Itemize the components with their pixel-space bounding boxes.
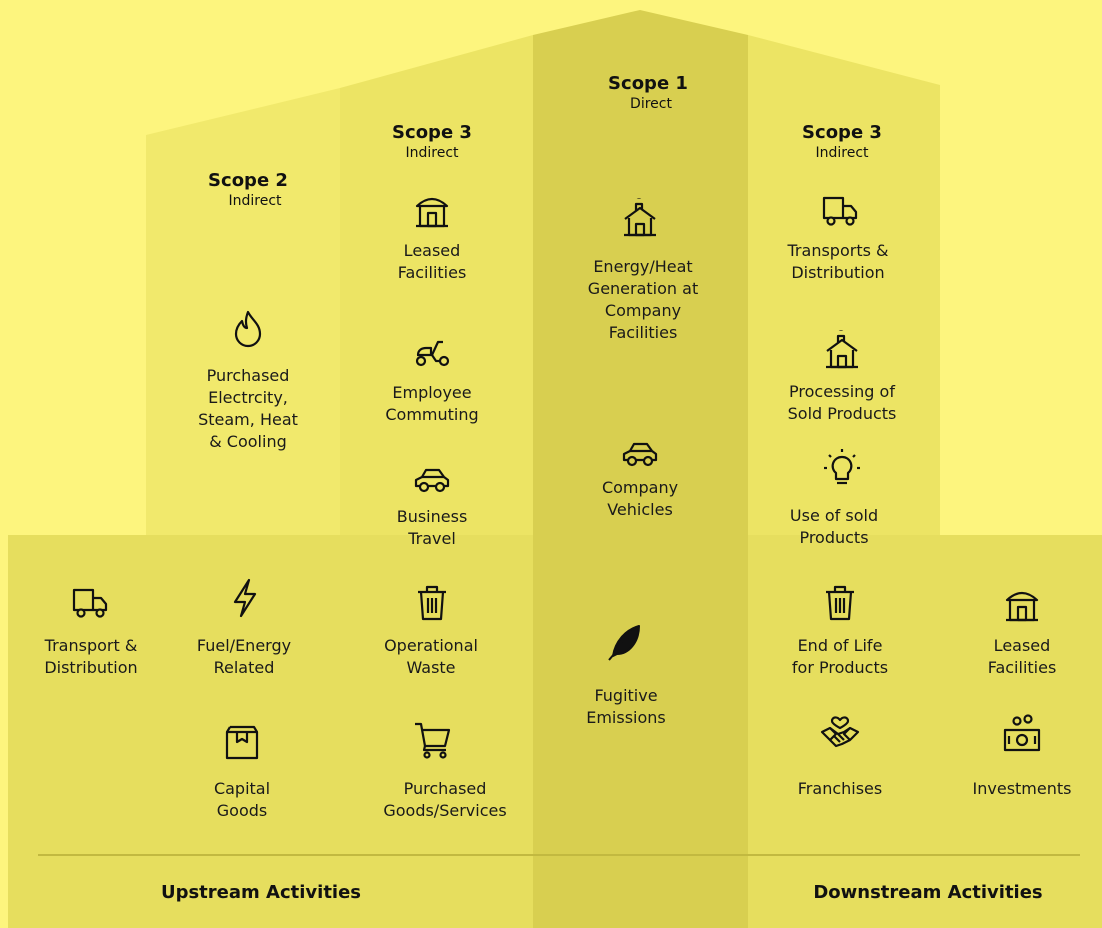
scope2-title: Scope 2 — [208, 170, 288, 191]
scope2-subtitle: Indirect — [228, 193, 282, 209]
box-icon — [222, 722, 262, 762]
trash-icon — [412, 583, 452, 623]
item-company-vehicles-label: Company Vehicles — [601, 478, 679, 519]
car-icon — [412, 458, 452, 498]
lightbulb-icon — [822, 448, 862, 488]
handshake-icon — [820, 710, 860, 750]
item-business-travel-label: Business Travel — [396, 507, 468, 548]
item-transport-distribution-up-label: Transport & Distribution — [44, 636, 138, 677]
item-end-of-life-label: End of Life for Products — [791, 636, 889, 677]
scope1-panel — [533, 10, 748, 928]
lightning-icon — [225, 578, 265, 618]
leaf-icon — [605, 622, 645, 662]
item-franchises-label: Franchises — [797, 779, 883, 798]
money-icon — [1002, 714, 1042, 754]
factory-smoke-icon — [822, 330, 862, 370]
item-investments-label: Investments — [972, 779, 1072, 798]
scope1-subtitle: Direct — [630, 96, 672, 112]
scope3-upstream-panel — [340, 35, 533, 535]
item-processing-sold-label: Processing of Sold Products — [787, 382, 897, 423]
item-fugitive-emissions-label: Fugitive Emissions — [586, 686, 666, 727]
scope3-downstream-heading: Scope 3 Indirect — [802, 122, 882, 162]
storefront-icon — [1002, 584, 1042, 624]
item-leased-facilities-up-label: Leased Facilities — [397, 241, 467, 282]
trash-icon — [820, 583, 860, 623]
scope3-downstream-panel — [748, 35, 940, 535]
item-purchased-goods-label: Purchased Goods/Services — [383, 779, 507, 820]
item-operational-waste-label: Operational Waste — [384, 636, 478, 677]
item-transports-distribution-down-label: Transports & Distribution — [787, 241, 889, 282]
factory-smoke-icon — [620, 198, 660, 238]
scope3-upstream-subtitle: Indirect — [405, 145, 459, 161]
scope3-upstream-heading: Scope 3 Indirect — [392, 122, 472, 162]
item-capital-goods-label: Capital Goods — [213, 779, 271, 820]
item-leased-facilities-down-label: Leased Facilities — [987, 636, 1057, 677]
item-purchased-electricity-label: Purchased Electrcity, Steam, Heat & Cool… — [198, 366, 298, 451]
scope3-downstream-title: Scope 3 — [802, 122, 882, 143]
truck-icon — [70, 582, 110, 622]
upstream-activities-label: Upstream Activities — [160, 882, 362, 903]
item-fuel-energy-label: Fuel/Energy Related — [196, 636, 292, 677]
scope3-upstream-title: Scope 3 — [392, 122, 472, 143]
scope3-downstream-subtitle: Indirect — [815, 145, 869, 161]
scope2-heading: Scope 2 Indirect — [208, 170, 288, 210]
car-icon — [620, 432, 660, 472]
truck-icon — [820, 190, 860, 230]
item-employee-commuting-label: Employee Commuting — [385, 383, 479, 424]
flame-icon — [228, 308, 268, 348]
item-use-of-sold-label: Use of sold Products — [789, 506, 879, 547]
scooter-icon — [412, 332, 452, 372]
downstream-activities-label: Downstream Activities — [813, 882, 1043, 903]
cart-icon — [412, 720, 452, 760]
scope1-title: Scope 1 — [608, 73, 688, 94]
storefront-icon — [412, 190, 452, 230]
scope1-heading: Scope 1 Direct — [608, 73, 688, 113]
scope2-panel — [146, 88, 340, 535]
item-energy-heat-label: Energy/Heat Generation at Company Facili… — [587, 257, 699, 342]
